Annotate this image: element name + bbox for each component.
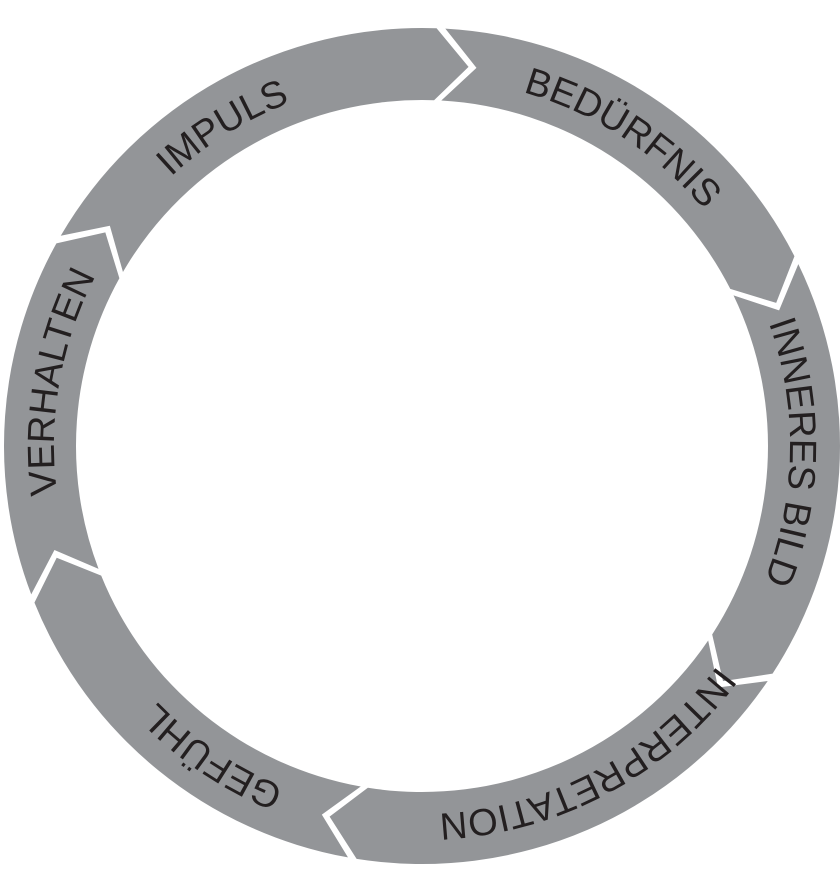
segment-inneres-bild — [712, 264, 840, 682]
cycle-segments — [3, 27, 840, 864]
segment-gefuehl — [34, 557, 361, 858]
segment-interpretation — [329, 640, 768, 864]
segment-beduerfnis — [441, 28, 795, 303]
segment-impuls — [60, 27, 469, 272]
segment-verhalten — [3, 232, 120, 595]
